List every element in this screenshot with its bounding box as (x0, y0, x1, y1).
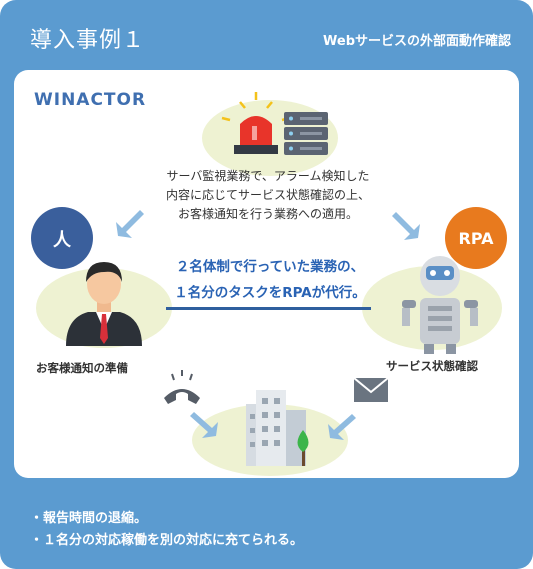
highlight-line: １名分のタスクをRPAが代行。 (174, 285, 366, 301)
description-line: お客様通知を行う業務への適用。 (177, 207, 358, 221)
building-icon (246, 390, 306, 466)
highlight-line: ２名体制で行っていた業務の、 (175, 259, 365, 275)
result-item: ・報告時間の退縮。 (30, 511, 148, 526)
rpa-badge (445, 207, 507, 269)
highlight-underline (166, 307, 371, 310)
results-list: ・報告時間の退縮。 ・１名分の対応稼働を別の対応に充てられる。 (30, 508, 303, 552)
arrow-icon (392, 212, 420, 240)
arrow-icon (116, 210, 144, 238)
description-line: サーバ監視業務で、アラーム検知した (166, 169, 370, 183)
customer-notice-label: お客様通知の準備 (36, 361, 128, 375)
case-subtitle: Webサービスの外部面動作確認 (323, 34, 511, 49)
case-title: 導入事例１ (30, 28, 146, 53)
service-check-label: サービス状態確認 (386, 359, 478, 373)
tree-icon (297, 430, 309, 466)
server-icon (284, 112, 328, 155)
winactor-logo: WINACTOR (34, 90, 147, 110)
arrow-icon (328, 414, 356, 440)
robot-icon (402, 256, 478, 354)
rpa-highlight: ２名体制で行っていた業務の、 １名分のタスクをRPAが代行。 (130, 254, 410, 306)
arrow-icon (190, 412, 218, 438)
businessman-icon (66, 262, 142, 346)
person-badge (31, 207, 93, 269)
result-item: ・１名分の対応稼働を別の対応に充てられる。 (30, 533, 304, 548)
person-badge-label: 人 (53, 230, 71, 251)
task-description: サーバ監視業務で、アラーム検知した 内容に応じてサービス状態確認の上、 お客様通… (100, 167, 436, 224)
rpa-badge-label: RPA (458, 229, 494, 248)
phone-icon (164, 370, 200, 404)
mail-icon (353, 377, 389, 402)
description-line: 内容に応じてサービス状態確認の上、 (165, 188, 370, 202)
